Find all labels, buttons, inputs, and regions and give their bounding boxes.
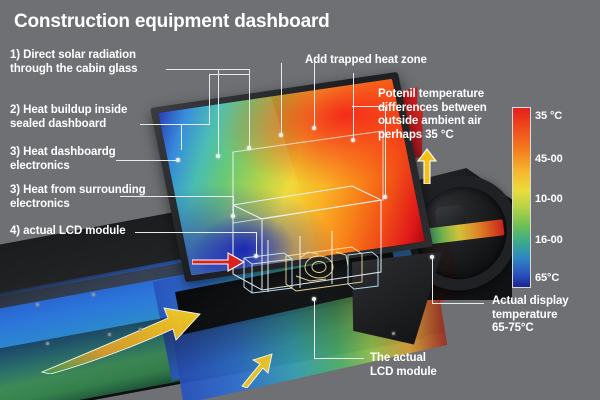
annotation-heat-buildup-sealed-dashboard: 2) Heat buildup inside sealed dashboard (10, 104, 128, 130)
leader-line (385, 107, 386, 197)
leader-line (209, 74, 210, 124)
leader-line (116, 160, 178, 161)
leader-line (181, 124, 182, 150)
colorbar-tick-1: 45-00 (535, 153, 563, 165)
annotation-add-trapped-heat-zone: Add trapped heat zone (305, 54, 427, 66)
leader-line (432, 303, 484, 304)
colorbar-tick-4: 65°C (535, 272, 560, 284)
screw-dot (108, 333, 111, 336)
leader-line (249, 69, 250, 148)
temperature-colorbar (512, 107, 531, 288)
screw-dot (36, 303, 39, 306)
leader-line (281, 63, 282, 135)
annotation-direct-solar-radiation: 1) Direct solar radiation through the ca… (10, 49, 138, 75)
leader-line (209, 74, 249, 75)
airflow-arrow-small (241, 353, 273, 388)
leader-dot (279, 133, 283, 137)
annotation-actual-lcd-module-left: 4) actual LCD module (10, 225, 126, 237)
leader-dot (430, 255, 434, 259)
screw-dot (392, 332, 395, 335)
leader-dot (312, 126, 316, 130)
annotation-heat-dashboard-electronics: 3) Heat dashboardg electronics (10, 146, 116, 172)
heat-rise-arrow-up (417, 148, 437, 184)
annotation-potential-temperature-differences: Potenil temperature differences between … (378, 88, 487, 141)
leader-line (166, 69, 250, 70)
colorbar-tick-3: 16-00 (535, 234, 563, 246)
leader-line (140, 124, 210, 125)
leader-line (135, 232, 257, 233)
colorbar-tick-0: 35 °C (535, 110, 563, 122)
leader-line (359, 106, 385, 107)
screw-dot (139, 328, 142, 331)
leader-line (432, 258, 433, 304)
leader-dot (176, 158, 180, 162)
leader-line (256, 232, 257, 256)
leader-line (218, 70, 219, 156)
heat-flow-arrow-red (192, 252, 244, 272)
annotation-the-actual-lcd-module: The actual LCD module (370, 352, 437, 378)
leader-line (314, 358, 364, 359)
leader-dot (216, 154, 220, 158)
annotation-actual-display-temperature: Actual display temperature 65-75°C (492, 295, 569, 334)
leader-line (120, 196, 234, 197)
leader-line (314, 62, 315, 128)
airflow-arrow-curved (40, 307, 201, 374)
screw-dot (92, 293, 95, 296)
annotation-heat-surrounding-electronics: 3) Heat from surrounding electronics (10, 184, 146, 210)
leader-dot (231, 214, 235, 218)
leader-line (314, 300, 315, 359)
leader-dot (351, 138, 355, 142)
leader-dot (312, 297, 316, 301)
screw-dot (46, 342, 49, 345)
leader-dot (247, 146, 251, 150)
colorbar-tick-2: 10-00 (535, 193, 563, 205)
leader-line (233, 196, 234, 216)
leader-dot (383, 195, 387, 199)
leader-dot (254, 254, 258, 258)
page-title: Construction equipment dashboard (14, 11, 330, 32)
